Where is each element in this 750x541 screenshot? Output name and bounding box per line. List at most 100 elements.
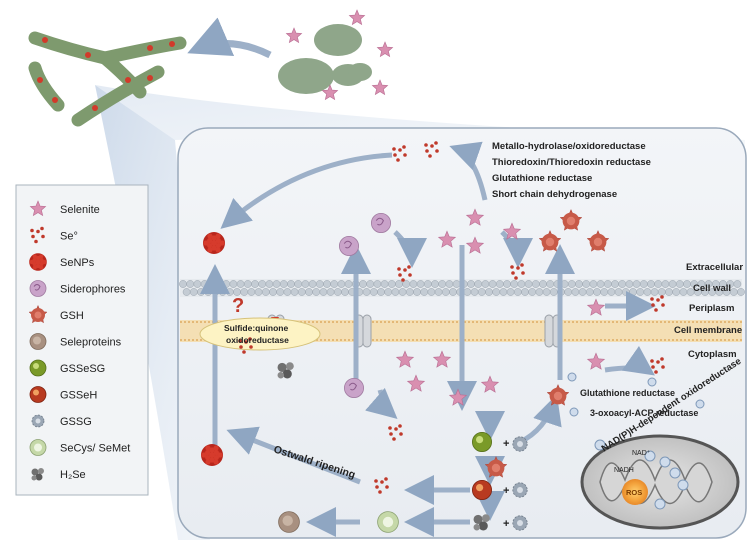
plus-sign-3: + bbox=[503, 518, 509, 530]
sulfide-quinone-label-1: Sulfide:quinone bbox=[224, 323, 288, 333]
selenite-icon bbox=[448, 388, 468, 406]
seleprotein-icon bbox=[29, 333, 47, 350]
legend-label-gsseh: GSSeH bbox=[60, 390, 97, 402]
siderophore-icon bbox=[343, 377, 364, 398]
selenite-icon bbox=[586, 298, 606, 316]
senps-icon bbox=[201, 444, 223, 466]
enzyme-label-1: Metallo-hydrolase/oxidoreductase bbox=[492, 141, 646, 152]
enzyme-label-2: Thioredoxin/Thioredoxin reductase bbox=[492, 157, 651, 168]
gsh-icon bbox=[28, 304, 48, 324]
selenite-icon bbox=[480, 375, 500, 393]
gsh-icon bbox=[484, 455, 508, 478]
legend-item-se0: Se° bbox=[30, 226, 78, 244]
selenite-icon bbox=[348, 9, 366, 26]
selenite-icon bbox=[29, 200, 47, 217]
gssg-icon bbox=[512, 436, 528, 452]
selenite-stars-top bbox=[285, 9, 394, 101]
se0-icon bbox=[650, 295, 665, 312]
bacteria-rods bbox=[28, 31, 187, 127]
gssesg-icon bbox=[471, 431, 492, 452]
legend-label-h2se: H₂Se bbox=[60, 469, 86, 481]
sulfide-quinone-oval bbox=[199, 317, 321, 351]
h2se-icon bbox=[31, 468, 44, 481]
gssg-icon bbox=[512, 515, 528, 531]
se0-icon bbox=[388, 424, 403, 441]
selenite-icon bbox=[586, 352, 606, 370]
legend-item-gsseh: GSSeH bbox=[29, 386, 97, 403]
layer-cell-membrane: Cell membrane bbox=[674, 325, 742, 336]
layer-periplasm: Periplasm bbox=[689, 303, 734, 314]
selenite-icon bbox=[395, 350, 415, 368]
yeast-cells bbox=[278, 24, 372, 94]
mitochondrion bbox=[580, 434, 740, 530]
layer-cytoplasm: Cytoplasm bbox=[688, 349, 737, 360]
h-plus-markers bbox=[567, 372, 705, 417]
gsh-icon bbox=[559, 208, 583, 231]
selenite-icon bbox=[437, 230, 457, 248]
seleprotein-icon bbox=[278, 511, 300, 533]
h2se-icon bbox=[277, 362, 294, 379]
gsh-icon bbox=[546, 383, 570, 406]
arrow-yeast-to-bacteria bbox=[187, 17, 272, 59]
legend-item-senps: SeNPs bbox=[29, 253, 95, 271]
selenite-icon bbox=[502, 222, 522, 240]
se0-icon bbox=[238, 337, 253, 354]
legend-item-h2se: H₂Se bbox=[31, 468, 86, 481]
enzyme-labels-top: Metallo-hydrolase/oxidoreductase Thiored… bbox=[492, 141, 651, 200]
se0-icon bbox=[650, 357, 665, 374]
legend-label-siderophores: Siderophores bbox=[60, 284, 126, 296]
layer-cell-wall: Cell wall bbox=[693, 283, 731, 294]
legend-label-secys: SeCys/ SeMet bbox=[60, 443, 130, 455]
legend-label-seleproteins: Seleproteins bbox=[60, 337, 122, 349]
se0-icon bbox=[392, 145, 407, 162]
selenite-icon bbox=[285, 27, 303, 44]
se0-icon bbox=[510, 263, 525, 280]
gsseh-icon bbox=[29, 386, 47, 403]
gsseh-icon bbox=[471, 479, 492, 500]
cyto-acp-reductase: 3-oxoacyl-ACP reductase bbox=[590, 408, 698, 418]
legend-item-secys: SeCys/ SeMet bbox=[29, 439, 130, 456]
enzyme-label-4: Short chain dehydrogenase bbox=[492, 189, 617, 200]
mito-nadh: NADH bbox=[614, 467, 634, 474]
selenite-icon bbox=[465, 236, 485, 254]
gsh-icon bbox=[538, 229, 562, 252]
legend-item-seleproteins: Seleproteins bbox=[29, 333, 122, 350]
se0-icon bbox=[424, 141, 439, 158]
secys-icon bbox=[377, 511, 399, 533]
se0-icon bbox=[30, 226, 45, 244]
question-mark: ? bbox=[232, 295, 244, 317]
selenite-icon bbox=[321, 84, 339, 101]
mito-nad: NAD⁺ bbox=[632, 450, 651, 457]
legend-label-gssesg: GSSeSG bbox=[60, 363, 105, 375]
siderophore-icon bbox=[370, 212, 391, 233]
mito-ros: ROS bbox=[626, 488, 642, 497]
gssesg-icon bbox=[29, 359, 47, 377]
senps-icon bbox=[29, 253, 47, 271]
layer-extracellular: Extracellular bbox=[686, 262, 743, 273]
selenite-icon bbox=[406, 374, 426, 392]
legend-label-senps: SeNPs bbox=[60, 257, 95, 269]
legend-item-selenite: Selenite bbox=[29, 200, 100, 217]
gsh-icon bbox=[586, 229, 610, 252]
legend-item-gssesg: GSSeSG bbox=[29, 359, 105, 377]
plus-sign-1: + bbox=[503, 438, 509, 450]
selenite-icon bbox=[465, 208, 485, 226]
gssg-icon bbox=[31, 414, 45, 428]
secys-icon bbox=[29, 439, 47, 456]
legend-label-se0: Se° bbox=[60, 231, 78, 243]
cyto-glutathione-reductase: Glutathione reductase bbox=[580, 388, 675, 398]
siderophore-icon bbox=[338, 235, 359, 256]
legend-item-siderophores: Siderophores bbox=[29, 280, 126, 297]
legend-item-gssg: GSSG bbox=[31, 414, 92, 428]
legend-label-selenite: Selenite bbox=[60, 204, 100, 216]
gssg-icon bbox=[512, 482, 528, 498]
se0-icon bbox=[397, 265, 412, 282]
legend-label-gssg: GSSG bbox=[60, 416, 92, 428]
molecules-layer bbox=[201, 141, 665, 533]
enzyme-label-3: Glutathione reductase bbox=[492, 173, 592, 184]
selenite-icon bbox=[371, 79, 389, 96]
legend-label-gsh: GSH bbox=[60, 310, 84, 322]
